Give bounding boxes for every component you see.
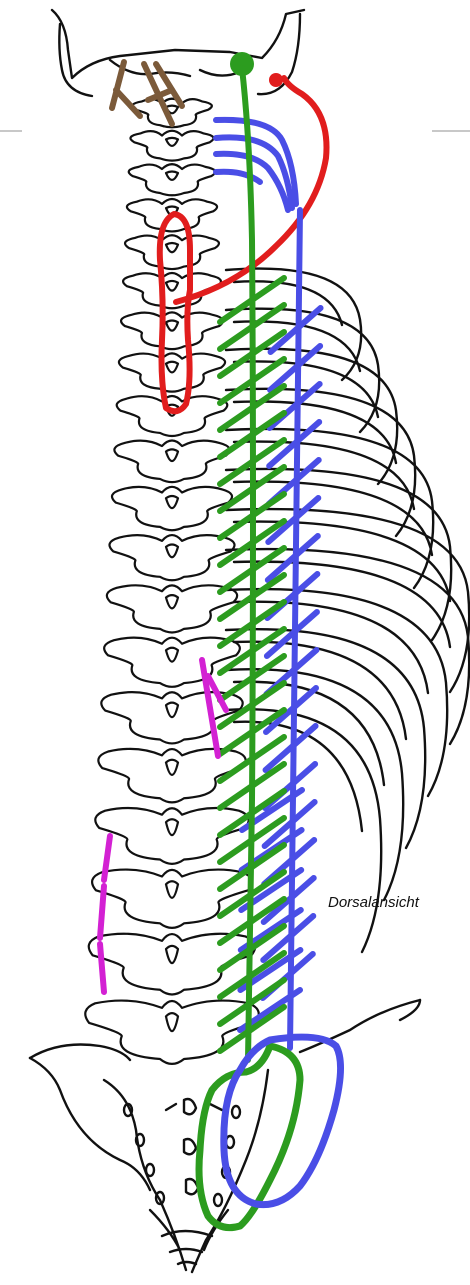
spinous-process: [166, 171, 178, 179]
rib-inner-outline: [234, 562, 450, 647]
spinous-process: [166, 1013, 178, 1031]
spinous-process: [166, 648, 178, 662]
magenta-marks: [100, 660, 226, 992]
spinous-process: [166, 819, 178, 835]
spinous-process: [166, 138, 178, 146]
spinous-process: [166, 281, 178, 291]
skull-base-outline: [52, 10, 304, 96]
view-caption: Dorsalansicht: [328, 894, 419, 911]
spinous-process: [166, 321, 178, 331]
spinous-process: [166, 881, 178, 898]
spinous-process: [166, 703, 178, 717]
blue-upper-fan: [216, 120, 296, 210]
spinous-process: [166, 496, 178, 508]
spinous-process: [166, 760, 178, 775]
rib-inner-outline: [234, 442, 414, 509]
spinous-process: [166, 362, 178, 373]
spinous-process: [166, 243, 178, 252]
spinous-process: [166, 946, 178, 963]
rib-outline: [226, 469, 451, 640]
spinous-process: [166, 449, 178, 461]
spinous-process: [166, 545, 178, 558]
blue-pelvic-loop: [224, 1037, 341, 1205]
spinous-process: [166, 595, 178, 608]
